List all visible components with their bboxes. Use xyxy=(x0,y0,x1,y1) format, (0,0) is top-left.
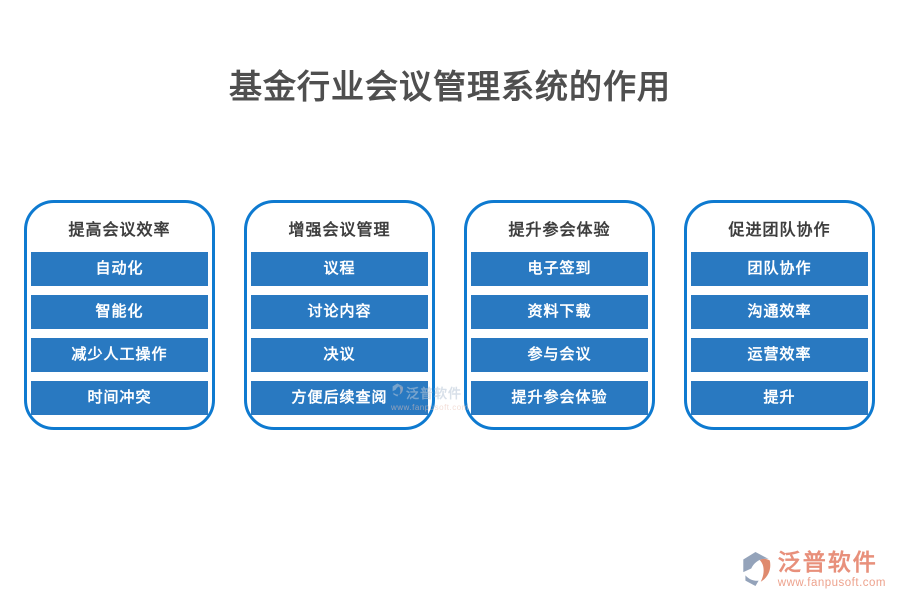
brand-website: www.fanpusoft.com xyxy=(777,577,886,589)
watermark: 泛普软件 www.fanpusoft.com xyxy=(391,383,469,412)
card-meeting-management: 增强会议管理 议程 讨论内容 决议 方便后续查阅 xyxy=(244,200,435,430)
card-item-button[interactable]: 方便后续查阅 xyxy=(251,381,428,415)
card-team-collaboration: 促进团队协作 团队协作 沟通效率 运营效率 提升 xyxy=(684,200,875,430)
brand-name: 泛普软件 xyxy=(777,549,878,575)
card-item-button[interactable]: 讨论内容 xyxy=(251,295,428,329)
card-item-list: 自动化 智能化 减少人工操作 时间冲突 xyxy=(27,252,212,415)
watermark-brand-text: 泛普软件 xyxy=(406,386,463,401)
fanpu-logo-icon xyxy=(391,383,404,402)
card-item-button[interactable]: 电子签到 xyxy=(471,252,648,286)
card-item-list: 议程 讨论内容 决议 方便后续查阅 xyxy=(247,252,432,415)
card-item-button[interactable]: 决议 xyxy=(251,338,428,372)
card-item-button[interactable]: 资料下载 xyxy=(471,295,648,329)
page-title: 基金行业会议管理系统的作用 xyxy=(229,70,671,106)
card-item-button[interactable]: 减少人工操作 xyxy=(31,338,208,372)
card-item-button[interactable]: 智能化 xyxy=(31,295,208,329)
watermark-url-text: www.fanpusoft.com xyxy=(391,403,469,412)
card-item-list: 团队协作 沟通效率 运营效率 提升 xyxy=(687,252,872,415)
card-header: 提升参会体验 xyxy=(508,222,611,239)
card-item-button[interactable]: 议程 xyxy=(251,252,428,286)
card-attendance-experience: 提升参会体验 电子签到 资料下载 参与会议 提升参会体验 xyxy=(464,200,655,430)
card-item-button[interactable]: 时间冲突 xyxy=(31,381,208,415)
card-meeting-efficiency: 提高会议效率 自动化 智能化 减少人工操作 时间冲突 xyxy=(24,200,215,430)
card-header: 促进团队协作 xyxy=(728,222,831,239)
card-header: 增强会议管理 xyxy=(288,222,391,239)
card-item-button[interactable]: 提升参会体验 xyxy=(471,381,648,415)
brand-footer: 泛普软件 www.fanpusoft.com xyxy=(739,551,886,592)
card-item-button[interactable]: 沟通效率 xyxy=(691,295,868,329)
card-item-button[interactable]: 参与会议 xyxy=(471,338,648,372)
fanpu-logo-icon xyxy=(739,551,773,592)
card-header: 提高会议效率 xyxy=(68,222,171,239)
card-item-button[interactable]: 团队协作 xyxy=(691,252,868,286)
card-item-button[interactable]: 运营效率 xyxy=(691,338,868,372)
card-item-button[interactable]: 自动化 xyxy=(31,252,208,286)
card-item-list: 电子签到 资料下载 参与会议 提升参会体验 xyxy=(467,252,652,415)
card-item-button[interactable]: 提升 xyxy=(691,381,868,415)
